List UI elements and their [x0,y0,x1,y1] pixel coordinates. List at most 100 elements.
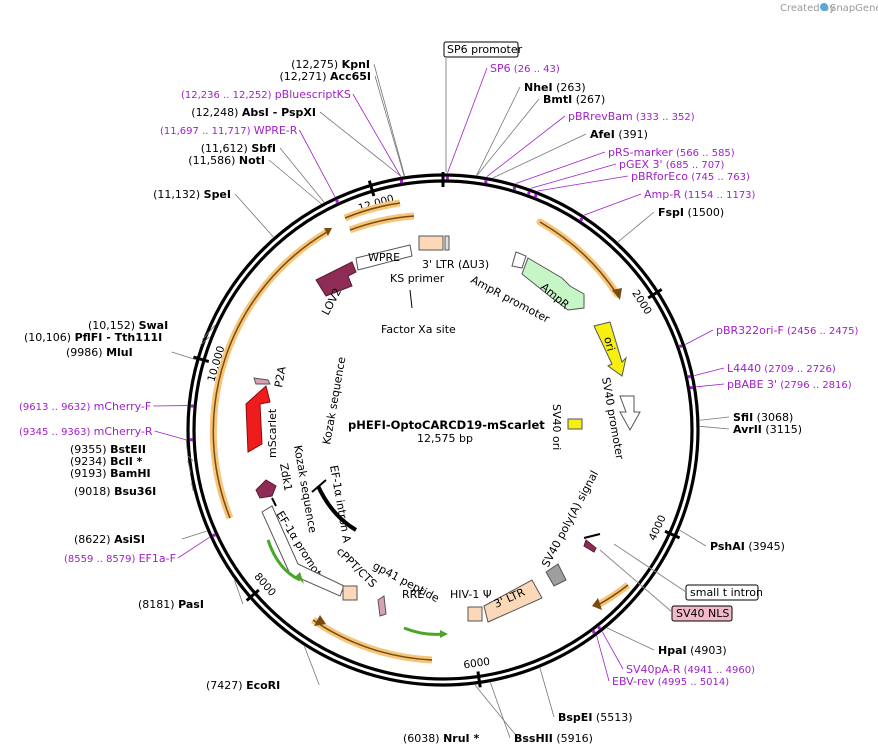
restriction-site: (7427) EcoRI [206,679,280,692]
site-position: (10,106) [24,331,75,344]
site-name: EcoRI [246,679,280,692]
site-name: NotI [239,154,265,167]
orf-arrowhead-3 [314,615,326,626]
site-leader [476,86,521,176]
restriction-site-label: (10,152) SwaI [88,319,168,332]
primer-range: (1154 .. 1173) [681,190,756,201]
site-position: (8181) [138,598,178,611]
restriction-site: (12,248) AbsI - PspXI [191,106,316,119]
site-leader [679,529,707,547]
p2a-box [253,377,271,385]
primer-label: pBABE 3' (2796 .. 2816) [727,378,852,391]
primer-range: (566 .. 585) [673,148,735,159]
restriction-site-label: (9355) BstEII [70,443,146,456]
site-name: NruI * [443,732,479,745]
site-position: (5513) [592,711,632,724]
site-leader [699,416,730,421]
restriction-site: (9018) Bsu36I [74,485,156,498]
restriction-site-label: BssHII (5916) [514,732,593,745]
primer-leader [154,430,187,441]
restriction-site-label: (9234) BclI * [70,455,143,468]
site-name: Acc65I [330,70,371,83]
restriction-site-label: BspEI (5513) [558,711,633,724]
primer-site-mark [534,194,538,198]
primer-label: pBR322ori-F (2456 .. 2475) [716,324,858,337]
restriction-site: (9193) BamHI [70,467,151,480]
orf-arrowhead-1 [612,288,622,300]
snapgene-text: SnapGene [830,3,878,14]
sv40-nls-box [671,605,733,622]
site-leader [191,482,194,492]
site-leader [492,133,587,179]
primer: pBRrevBam (333 .. 352) [484,110,695,184]
sv40-nls-leader [599,549,673,613]
primer-leader [530,163,617,189]
sv40-promoter-label: SV40 promoter [599,376,626,461]
site-position: (9986) [66,346,106,359]
site-leader [234,193,274,238]
site-position: (11,586) [188,154,239,167]
primer-range: (745 .. 763) [688,172,750,183]
small-t-intron-callout: small t intron [613,543,763,601]
primer-site-mark [189,438,193,442]
restriction-site-label: AvrII (3115) [733,423,802,436]
ef1a-intron-cap [311,479,327,493]
restriction-site-label: (9986) MluI [66,346,133,359]
sv40-polya-box [545,563,567,587]
primer-range: (12,236 .. 12,252) [181,90,275,101]
plasmid-name: pHEFI-OptoCARCD19-mScarlet [348,418,545,432]
restriction-site: BssHII (5916) [514,732,593,745]
site-leader [539,667,555,718]
tick-mark [647,288,663,300]
primer-name: pBluescriptKS [275,88,351,101]
tick-mark [476,671,482,688]
primer-leader [583,193,642,216]
primer-name: mCherry-R [94,425,153,438]
site-leader [476,98,540,176]
site-position: (3945) [745,540,785,553]
restriction-site-label: (12,271) Acc65I [279,70,371,83]
site-position: (7427) [206,679,246,692]
site-name: BssHII [514,732,553,745]
snapgene-branding: Created by SnapGene [780,3,878,14]
orf-arc-6 [348,212,415,234]
site-position: (4903) [687,644,727,657]
primer-label: pBRrevBam (333 .. 352) [568,110,695,123]
snapgene-logo-icon [820,3,828,11]
site-position: (10,152) [88,319,139,332]
restriction-site-label: BmtI (267) [543,93,605,106]
primer-range: (26 .. 43) [511,64,560,75]
created-by-text: Created by [780,3,835,14]
ori-arrow [593,321,627,377]
site-leader [699,425,730,430]
primer-leader [696,383,725,388]
restriction-site: BspEI (5513) [558,711,633,724]
site-position: (12,275) [291,58,342,71]
restriction-site: (8181) PasI [138,598,204,611]
primer-site-mark [597,626,601,630]
rre-green-arrow [403,626,445,636]
site-name: AfeI [590,128,615,141]
primer: pGEX 3' (685 .. 707) [527,158,724,195]
primer-label: SV40pA-R (4941 .. 4960) [626,663,755,676]
restriction-site: HpaI (4903) [658,644,727,657]
sp6-promoter-callout: SP6 promoter [443,41,523,172]
ltr3-top-label: 3' LTR (ΔU3) [422,258,489,271]
restriction-site-label: (11,612) SbfI [201,142,276,155]
primer-range: (9345 .. 9363) [19,427,94,438]
primer-label: SP6 (26 .. 43) [490,62,560,75]
primer-name: pBRforEco [631,170,688,183]
restriction-site: (11,586) NotI [188,154,265,167]
orf-arc-3-core [312,619,433,661]
primer: L4440 (2709 .. 2726) [687,362,836,379]
small-t-intron-leader [613,543,687,593]
tick-label: 6000 [463,656,491,672]
sp6-promoter-label: SP6 promoter [447,43,523,56]
sv40-polya-label: SV40 poly(A) signal [539,468,601,569]
site-leader [617,211,655,243]
ef1a-green-arrowhead [296,572,304,584]
restriction-site: (6038) NruI * [403,732,479,745]
small-t-intron-label: small t intron [690,586,763,599]
primer-range: (8559 .. 8579) [64,554,139,565]
primer-label: Amp-R (1154 .. 1173) [644,188,756,201]
